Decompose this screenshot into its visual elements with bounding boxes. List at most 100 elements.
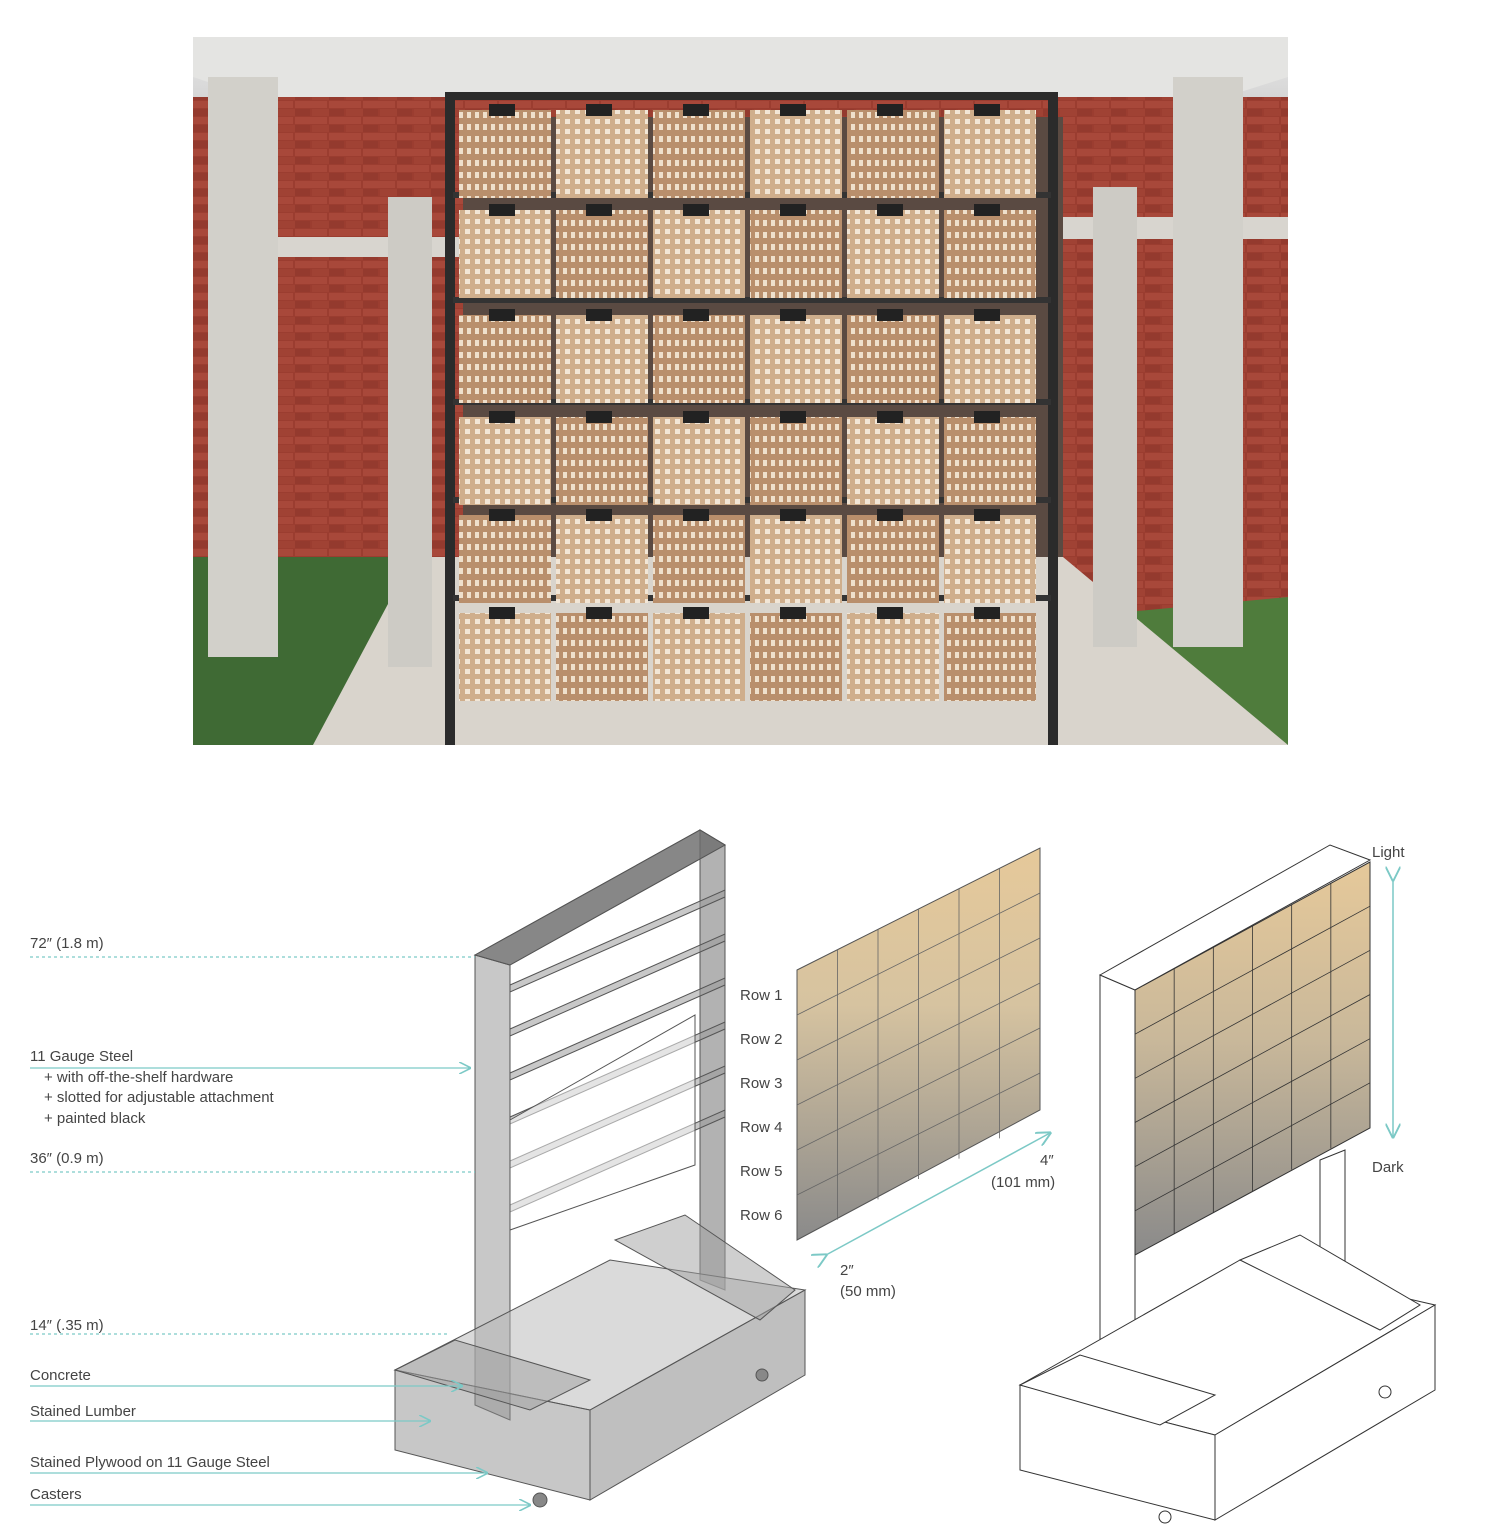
photo-tile [847,210,939,298]
steel-shelf [509,889,726,993]
photo-clip [974,309,1000,321]
photo-clip [877,411,903,423]
photo-tile [459,417,551,505]
photo-clip [780,204,806,216]
photo-clip [877,204,903,216]
photo-clip [780,509,806,521]
photo-clip [974,204,1000,216]
photo-tile [750,210,842,298]
callout-plywood: Stained Plywood on 11 Gauge Steel [30,1454,270,1471]
callout-casters: Casters [30,1486,82,1503]
gradient-top-label: Light [1372,844,1405,861]
photo-tile [556,110,648,198]
photo-tile [459,210,551,298]
photo-tile [556,210,648,298]
photo-clip [683,204,709,216]
callout-height-72: 72″ (1.8 m) [30,935,104,952]
photo-clip [586,607,612,619]
row-labels: Row 1 Row 2 Row 3 Row 4 Row 5 Row 6 [740,987,783,1224]
photo-clip [489,104,515,116]
row-label: Row 4 [740,1119,783,1136]
photo-clip [586,204,612,216]
photo-tile [653,515,745,603]
grid-line [1134,1082,1371,1212]
photo-clip [683,411,709,423]
photo-clip [780,104,806,116]
photo-clip [489,607,515,619]
grid-line [796,892,1041,1016]
grid-line [796,1027,1041,1151]
photo-clip [683,309,709,321]
grid-line [796,982,1041,1106]
photo-tile [459,613,551,701]
photo-clip [489,204,515,216]
photo-tile [459,315,551,403]
row-label: Row 3 [740,1075,783,1092]
callout-concrete: Concrete [30,1367,91,1384]
photo-tile [556,315,648,403]
photo-tile [847,110,939,198]
photo-tile [847,613,939,701]
photo-clip [489,411,515,423]
row-label: Row 6 [740,1207,783,1224]
photo-clip [877,509,903,521]
photo-tile [459,110,551,198]
assembled-tile-face [1134,861,1371,1256]
grid-line [1134,905,1371,1035]
photo-tile [653,315,745,403]
dimension-arrow [826,1133,1050,1255]
photo-clip [683,509,709,521]
gradient-bottom-label: Dark [1372,1159,1404,1176]
photo-tile [653,110,745,198]
grid-line [796,937,1041,1061]
installation-photo [193,37,1288,745]
callout-height-14: 14″ (.35 m) [30,1317,104,1334]
photo-clip [974,509,1000,521]
photo-tile [944,315,1036,403]
grid-line [1134,949,1371,1079]
photo-clip [780,309,806,321]
photo-clip [683,607,709,619]
photo-tile [944,417,1036,505]
row-label: Row 2 [740,1031,783,1048]
steel-shelf [509,977,726,1081]
photo-tile [653,613,745,701]
photo-clip [586,411,612,423]
photo-clip [489,309,515,321]
photo-clip [586,509,612,521]
photo-clip [780,411,806,423]
callout-steel-detail: + with off-the-shelf hardware [44,1069,233,1086]
photo-tile [944,613,1036,701]
photo-tile [556,515,648,603]
photo-clip [877,104,903,116]
photo-tile [944,110,1036,198]
width-dimension-mm: (101 mm) [991,1174,1055,1191]
photo-tile [556,417,648,505]
row-label: Row 1 [740,987,783,1004]
callout-lumber: Stained Lumber [30,1403,136,1420]
grid-line [1134,994,1371,1123]
callouts: 72″ (1.8 m) 11 Gauge Steel + with off-th… [30,935,530,1505]
photo-tile [750,613,842,701]
photo-clip [877,607,903,619]
steel-shelf [509,933,726,1037]
photo-clip [974,411,1000,423]
photo-tile [750,417,842,505]
photo-tile [750,515,842,603]
photo-tile [653,210,745,298]
diagram-svg: Row 1 Row 2 Row 3 Row 4 Row 5 Row 6 4″ (… [30,829,1437,1524]
photo-clip [586,104,612,116]
photo-tile [847,417,939,505]
callout-height-36: 36″ (0.9 m) [30,1150,104,1167]
row-label: Row 5 [740,1163,783,1180]
photo-tile [847,515,939,603]
photo-tile [750,110,842,198]
steel-frame-model [393,829,807,1508]
photo-tile [556,613,648,701]
photo-tile [944,210,1036,298]
photo-clip [780,607,806,619]
photo-tile [750,315,842,403]
grid-line [1134,1038,1371,1168]
photo-clip [974,607,1000,619]
callout-steel-detail: + painted black [44,1110,146,1127]
